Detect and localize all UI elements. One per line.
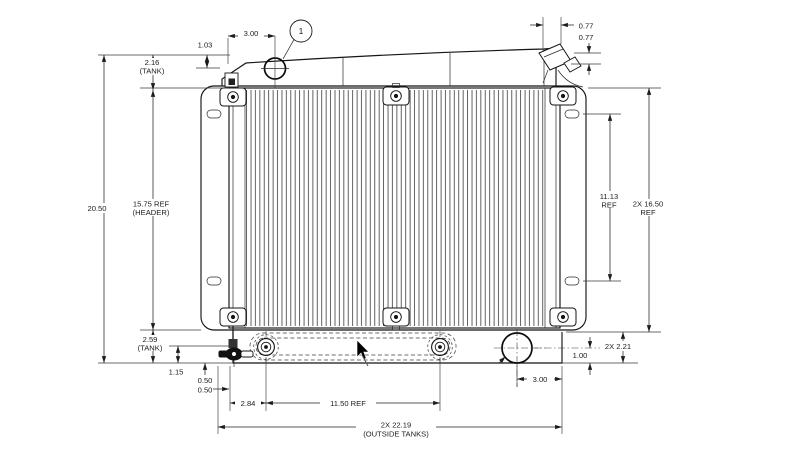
top-tank [221, 47, 584, 88]
bracket-top-middle [382, 86, 410, 106]
radiator-core [228, 87, 561, 329]
balloon-callout-1: 1 [282, 19, 313, 60]
dim-outlet-offset: 3.00 [533, 375, 548, 384]
dim-petcock-gap-v: 0.50 [198, 376, 213, 385]
tank-corner-curve [557, 69, 584, 88]
bottom-tank [232, 329, 563, 387]
mounting-brackets [219, 83, 577, 331]
outlet-leader-arrow [498, 356, 506, 364]
dim-petcock-drop: 1.15 [169, 368, 184, 377]
dim-slot-span: 11.13 [600, 192, 618, 201]
flange-slot-top-left [206, 109, 222, 119]
dim-overflow-height: 0.77 [579, 33, 594, 42]
overflow-tube [538, 43, 582, 84]
dim-bottom-tank-height: 2.59 [143, 335, 158, 344]
flange-slot-bottom-left [206, 276, 222, 286]
dimension-labels: 20.50 2.16 (TANK) 15.75 REF (HEADER) 2.5… [83, 22, 670, 439]
dim-neck-drop: 1.03 [198, 41, 213, 50]
dim-header-height: 15.75 REF [133, 200, 170, 209]
dim-stud-span: 11.50 REF [330, 399, 366, 408]
flange-slot-bottom-right [564, 276, 580, 286]
dim-stud-offset: 2.84 [241, 399, 256, 408]
dim-header-sub: (HEADER) [133, 208, 170, 217]
flange-slot-top-right [564, 109, 580, 119]
bracket-tab-top [392, 83, 400, 88]
top-left-clip-pad [228, 78, 235, 85]
overflow-tube-nozzle [563, 56, 582, 73]
dim-tank-depth: 2X 2.21 [605, 342, 631, 351]
bracket-top-right [549, 86, 577, 106]
cursor-arrow-icon [356, 339, 370, 360]
bracket-bottom-right [549, 307, 577, 327]
dim-overall-height: 20.50 [87, 204, 106, 213]
hidden-baffle-inner [255, 337, 451, 356]
dim-overall-width-sub: (OUTSIDE TANKS) [363, 430, 429, 439]
petcock-drain [218, 326, 254, 367]
bottom-tank-outline [232, 330, 563, 364]
dim-top-tank-sub: (TANK) [140, 67, 165, 76]
balloon-leader [282, 39, 295, 60]
dim-slot-span-sub: REF [601, 201, 617, 210]
dim-flange-height: 2X 16.50 [633, 200, 663, 209]
bracket-bottom-left [219, 307, 247, 327]
overflow-tube-drop [542, 69, 549, 84]
dim-overall-width: 2X 22.19 [381, 421, 411, 430]
balloon-circle [289, 19, 313, 43]
dim-neck-offset: 3.00 [244, 29, 259, 38]
top-tank-outline [221, 47, 557, 86]
dim-top-tank-height: 2.16 [145, 58, 160, 67]
bracket-top-left [219, 87, 247, 107]
petcock-boss [228, 339, 238, 348]
dim-flange-height-sub: REF [640, 208, 656, 217]
hidden-baffle-outer [249, 332, 457, 361]
dim-outlet-drop: 1.00 [573, 351, 588, 360]
dim-overflow-width: 0.77 [579, 22, 594, 31]
bracket-tab-bottom [392, 325, 400, 331]
petcock-wing-right [240, 350, 254, 358]
bracket-bottom-middle [382, 307, 410, 327]
petcock-wing-left [218, 350, 229, 358]
cursor-tail [361, 354, 369, 367]
overflow-tube-detail [543, 48, 564, 58]
dim-petcock-gap-h: 0.50 [198, 386, 213, 395]
core-fins [246, 90, 544, 326]
balloon-number: 1 [299, 26, 304, 36]
dim-bottom-tank-sub: (TANK) [138, 344, 163, 353]
petcock-center [232, 352, 236, 356]
mouse-cursor [356, 339, 370, 367]
